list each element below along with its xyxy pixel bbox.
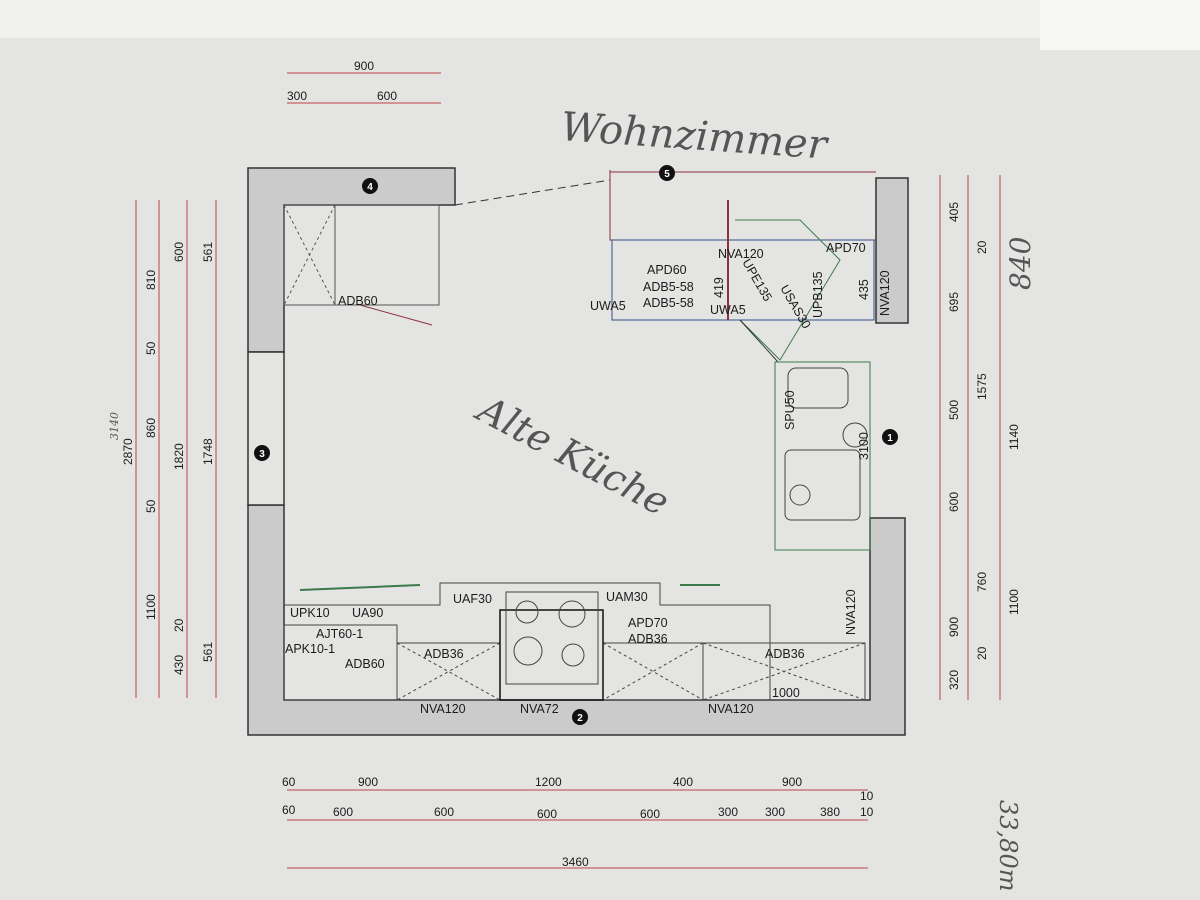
dim-right: 900: [947, 617, 961, 637]
dim-bottom: 1200: [535, 775, 562, 789]
handwritten-left-dim: 3140: [108, 412, 121, 440]
cab-label: UWA5: [710, 303, 746, 317]
svg-text:1: 1: [887, 433, 893, 444]
dim-right: 320: [947, 670, 961, 690]
cab-label: ADB5-58: [643, 296, 694, 310]
marker-5: 5: [659, 165, 675, 181]
cab-label: ADB60: [338, 294, 378, 308]
cab-label: 419: [712, 277, 726, 298]
marker-1: 1: [882, 429, 898, 445]
cab-label: APD60: [647, 263, 687, 277]
folded-page: [1040, 0, 1200, 50]
dim-left: 561: [201, 242, 215, 262]
dim-top: 900: [354, 59, 374, 73]
dim-right: 760: [975, 572, 989, 592]
cab-label: UPK10: [290, 606, 330, 620]
dim-right: 1575: [975, 373, 989, 400]
cab-label: APD70: [628, 616, 668, 630]
paper-top-strip: [0, 0, 1200, 40]
dim-bottom: 900: [782, 775, 802, 789]
cab-label: 1000: [772, 686, 800, 700]
dim-left: 2870: [121, 438, 135, 465]
handwritten-area: 33,80m: [994, 800, 1022, 891]
svg-text:2: 2: [577, 713, 583, 724]
handwritten-right-dim: 840: [1004, 237, 1037, 290]
dim-right: 20: [975, 240, 989, 254]
dim-right: 500: [947, 400, 961, 420]
cab-label: NVA120: [708, 702, 754, 716]
svg-text:3: 3: [259, 449, 265, 460]
cab-label: NVA120: [844, 589, 858, 635]
cab-label: 435: [857, 279, 871, 300]
dim-left: 860: [144, 418, 158, 438]
dim-left: 20: [172, 618, 186, 632]
svg-text:4: 4: [367, 182, 373, 193]
cabinet-bottom-run: [283, 582, 866, 701]
cabinet-top-left: [283, 204, 440, 326]
dim-bottom: 10: [860, 805, 874, 819]
cab-label: UA90: [352, 606, 383, 620]
dim-bottom: 300: [718, 805, 738, 819]
svg-text:5: 5: [664, 169, 670, 180]
marker-3: 3: [254, 445, 270, 461]
dim-bottom: 600: [333, 805, 353, 819]
cab-label: APD70: [826, 241, 866, 255]
sink: [774, 361, 871, 551]
dim-top: 300: [287, 89, 307, 103]
cab-label: ADB36: [765, 647, 805, 661]
marker-4: 4: [362, 178, 378, 194]
cab-label: AJT60-1: [316, 627, 363, 641]
cab-label: ADB60: [345, 657, 385, 671]
dim-left: 600: [172, 242, 186, 262]
wall-hint-dashed: [454, 179, 611, 206]
cab-label: UAF30: [453, 592, 492, 606]
dim-left: 430: [172, 655, 186, 675]
cab-label: 3100: [857, 432, 871, 460]
dim-right: 600: [947, 492, 961, 512]
dim-bottom: 300: [765, 805, 785, 819]
dim-bottom: 600: [537, 807, 557, 821]
dim-left: 561: [201, 642, 215, 662]
dim-bottom: 380: [820, 805, 840, 819]
marker-2: 2: [572, 709, 588, 725]
dim-left: 1100: [144, 594, 158, 620]
dim-bottom: 3460: [562, 855, 589, 869]
dim-left: 810: [144, 270, 158, 290]
dim-bottom: 600: [640, 807, 660, 821]
dim-bottom: 60: [282, 803, 296, 817]
cab-label: UPB135: [811, 271, 825, 318]
dim-bottom: 400: [673, 775, 693, 789]
dim-left: 50: [144, 499, 158, 513]
dim-left: 50: [144, 341, 158, 355]
cab-label: NVA120: [878, 270, 892, 316]
cab-label: UWA5: [590, 299, 626, 313]
cab-label: UAM30: [606, 590, 648, 604]
dim-bottom: 600: [434, 805, 454, 819]
dim-bottom: 900: [358, 775, 378, 789]
dim-right: 695: [947, 292, 961, 312]
dimension-lines: [135, 72, 1001, 869]
cab-label: ADB5-58: [643, 280, 694, 294]
cab-label: ADB36: [628, 632, 668, 646]
dim-right: 1140: [1007, 424, 1021, 450]
dimension-labels: 900 300 600 2870 810 50 860 50 1100 600 …: [121, 59, 1021, 869]
dim-left: 1820: [172, 443, 186, 470]
cab-label: SPU50: [783, 390, 797, 430]
dim-right: 20: [975, 646, 989, 660]
dim-right: 1100: [1007, 589, 1021, 615]
cab-label: APK10-1: [285, 642, 335, 656]
dim-right: 405: [947, 202, 961, 222]
cab-label: ADB36: [424, 647, 464, 661]
dim-top: 600: [377, 89, 397, 103]
cab-label: NVA120: [420, 702, 466, 716]
cab-label: NVA72: [520, 702, 559, 716]
cab-label: NVA120: [718, 247, 764, 261]
dim-left: 1748: [201, 438, 215, 465]
dim-bottom: 60: [282, 775, 296, 789]
dim-bottom: 10: [860, 789, 874, 803]
